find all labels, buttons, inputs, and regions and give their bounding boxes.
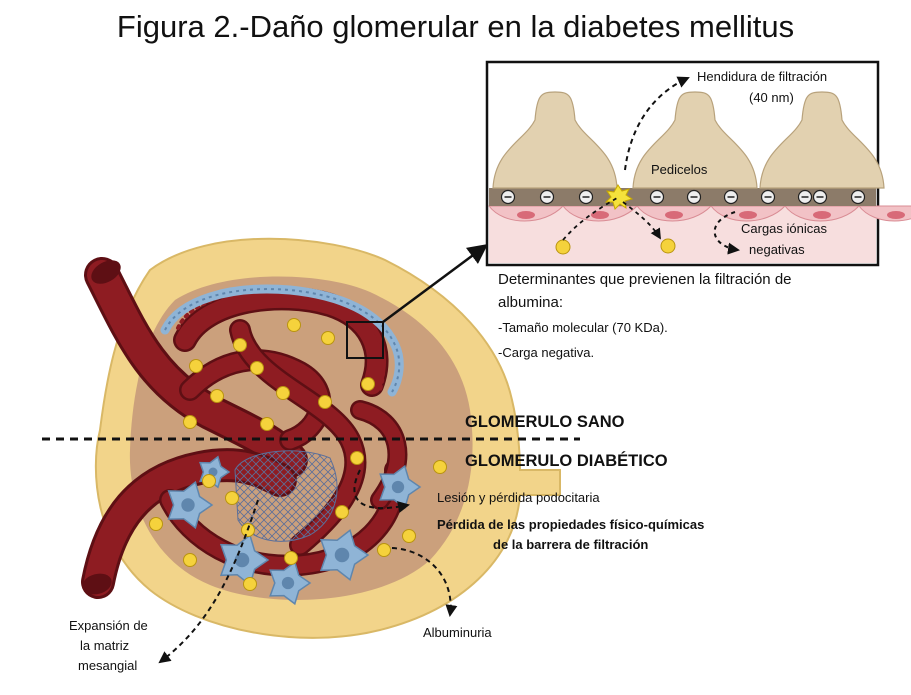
albumin-particle	[189, 359, 203, 373]
charges-label-line1: Cargas iónicas	[741, 221, 827, 236]
diabetic-glomerulus-heading: GLOMERULO DIABÉTICO	[465, 452, 668, 470]
barrier-loss-line2: de la barrera de filtración	[493, 537, 649, 552]
podocyte-nucleus	[334, 547, 350, 563]
albumin-particle	[210, 389, 224, 403]
mesangial-matrix	[234, 450, 338, 542]
albuminuria-arrow	[391, 547, 458, 617]
albumin-particles	[149, 318, 447, 591]
albumin-particle	[202, 474, 216, 488]
negative-charges	[500, 189, 866, 205]
albumin-particle	[361, 377, 375, 391]
healthy-podocyte-layer	[160, 284, 404, 397]
albumin-particle	[321, 331, 335, 345]
podocyte-nucleus	[391, 480, 405, 494]
slit-label-line1: Hendidura de filtración	[697, 69, 828, 84]
endothelial-cells	[487, 205, 911, 222]
albumin-particle	[225, 491, 239, 505]
slit-label-line2: (40 nm)	[749, 90, 794, 105]
matrix-label-line1: Expansión de	[69, 618, 148, 633]
podocyte-nucleus	[234, 552, 250, 568]
albumin-particle	[350, 451, 364, 465]
afferent-arteriole	[84, 257, 308, 478]
albumin-particle	[260, 417, 274, 431]
charges-label-line2: negativas	[749, 242, 805, 257]
endothelial-nucleus	[739, 211, 757, 219]
albumin-particle	[276, 386, 290, 400]
slit-arrow	[624, 76, 690, 171]
charges-arrow	[713, 211, 740, 255]
endothelial-nucleus	[517, 211, 535, 219]
albumin-particle	[433, 460, 447, 474]
albumin-particle	[377, 543, 391, 557]
endothelial-nucleus	[887, 211, 905, 219]
magnification-arrow	[382, 244, 489, 324]
albumin-particle	[335, 505, 349, 519]
determinant-size: -Tamaño molecular (70 KDa).	[498, 320, 668, 335]
podocyte-lesion-label: Lesión y pérdida podocitaria	[437, 490, 600, 505]
magnification-box	[346, 321, 384, 359]
pedicel-process	[759, 91, 885, 189]
determinants-heading-line2: albumina:	[498, 294, 564, 311]
figure-title: Figura 2.-Daño glomerular en la diabetes…	[116, 9, 795, 44]
pedicels	[492, 91, 885, 189]
endothelial-nucleus	[813, 211, 831, 219]
healthy-glomerulus-heading: GLOMERULO SANO	[465, 413, 625, 431]
matrix-arrow	[158, 499, 259, 664]
albumin-particle	[660, 238, 676, 254]
determinant-charge: -Carga negativa.	[498, 345, 595, 360]
albumin-particle	[149, 517, 163, 531]
albumin-particle	[183, 415, 197, 429]
albumin-particle	[250, 361, 264, 375]
albumin-particle	[555, 239, 571, 255]
albumin-path-arrow	[622, 201, 661, 240]
albumin-particle	[402, 529, 416, 543]
determinants-heading-line1: Determinantes que previenen la filtració…	[498, 271, 792, 288]
pedicel-process	[492, 91, 618, 189]
barrier-loss-line1: Pérdida de las propiedades físico-químic…	[437, 517, 705, 532]
albumin-particle	[243, 577, 257, 591]
podocyte-nucleus	[281, 576, 295, 590]
endothelial-nucleus	[591, 211, 609, 219]
podocyte-nucleus	[181, 498, 195, 512]
albumin-particle	[183, 553, 197, 567]
albumin-particle	[318, 395, 332, 409]
albumin-particle	[233, 338, 247, 352]
matrix-label-line2: la matriz	[80, 638, 130, 653]
pedicel-process	[632, 91, 758, 189]
endothelial-nucleus	[665, 211, 683, 219]
pedicels-label: Pedicelos	[651, 162, 708, 177]
filtration-barrier-inset	[485, 60, 911, 267]
filtration-slit-burst-icon	[604, 184, 634, 210]
damaged-podocytes	[167, 455, 422, 606]
albumin-particle	[284, 551, 298, 565]
matrix-label-line3: mesangial	[78, 658, 138, 673]
albumin-particle	[287, 318, 301, 332]
lesion-arrow	[353, 469, 410, 513]
albuminuria-label: Albuminuria	[423, 625, 492, 640]
